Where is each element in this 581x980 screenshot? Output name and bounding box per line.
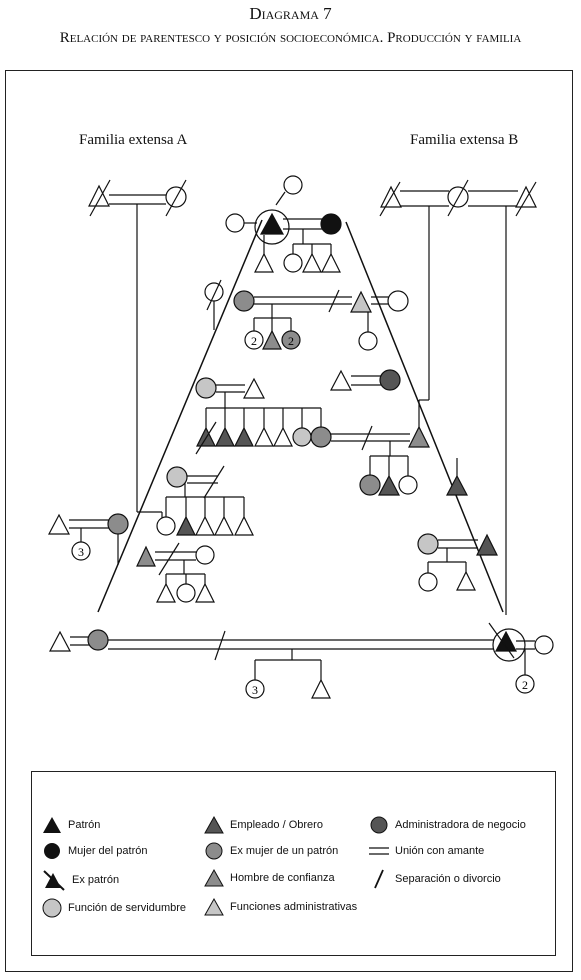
- family-b-founders: [379, 179, 537, 615]
- circle-light-gray-icon: [42, 898, 62, 918]
- left-family-a-branch: [48, 513, 129, 565]
- fourth-tier-family: [156, 465, 254, 536]
- count-children-3a: 3: [78, 545, 84, 559]
- legend-lover-union: Unión con amante: [369, 842, 484, 860]
- legend-label: Ex mujer de un patrón: [230, 845, 339, 857]
- legend-label: Hombre de confianza: [230, 872, 335, 884]
- triangle-light-gray-icon: [204, 898, 224, 916]
- legend-servitude: Función de servidumbre: [42, 898, 186, 918]
- legend-ex-wife: Ex mujer de un patrón: [204, 842, 338, 860]
- legend-label: Administradora de negocio: [395, 819, 526, 831]
- legend-label: Mujer del patrón: [68, 845, 148, 857]
- legend-admin-functions: Funciones administrativas: [204, 898, 357, 916]
- triangle-black-slash-icon: [43, 870, 65, 891]
- apex-patron-triangle: [259, 212, 285, 235]
- legend: Patrón Mujer del patrón Ex patrón Funció…: [31, 771, 556, 956]
- fifth-tier-family: [136, 542, 215, 603]
- legend-label: Patrón: [68, 819, 101, 831]
- legend-label: Separación o divorcio: [395, 873, 501, 885]
- count-child-2a: 2: [251, 334, 257, 348]
- hierarchy-trapezoid: [97, 219, 504, 613]
- second-tier-couple: [204, 279, 409, 351]
- circle-black-icon: [44, 843, 60, 859]
- legend-label: Funciones administrativas: [230, 901, 358, 913]
- count-children-2c: 2: [522, 678, 528, 692]
- legend-ex-patron: Ex patrón: [42, 869, 119, 891]
- count-child-2b: 2: [288, 334, 294, 348]
- diagram-subtitle: Relación de parentesco y posición socioe…: [59, 30, 522, 46]
- double-line-icon: [369, 847, 389, 855]
- circle-dark-gray-icon: [370, 816, 388, 834]
- legend-trusted-man: Hombre de confianza: [204, 869, 335, 887]
- family-a-label: Familia extensa A: [79, 132, 188, 148]
- legend-patron: Patrón: [42, 816, 100, 834]
- family-b-label: Familia extensa B: [410, 132, 519, 148]
- legend-separation: Separación o divorcio: [369, 869, 501, 889]
- bottom-union: [49, 622, 554, 699]
- apex-patron-group: [225, 175, 342, 273]
- diagram-number: Diagrama 7: [249, 4, 332, 23]
- family-a-male-deceased: [88, 184, 110, 207]
- circle-gray-icon: [205, 842, 223, 860]
- third-tier-right: [330, 369, 401, 391]
- right-lower-family: [417, 533, 498, 592]
- family-b-male-deceased-2: [515, 185, 537, 208]
- legend-employee: Empleado / Obrero: [204, 816, 323, 834]
- apex-patron-wife: [320, 213, 342, 235]
- third-tier-left-family: [195, 377, 468, 496]
- legend-business-admin: Administradora de negocio: [369, 816, 526, 834]
- slash-icon: [374, 869, 384, 889]
- count-children-3b: 3: [252, 683, 258, 697]
- triangle-dark-gray-icon: [204, 816, 224, 834]
- diagram-frame: [5, 70, 573, 972]
- legend-label: Función de servidumbre: [68, 902, 187, 914]
- legend-label: Empleado / Obrero: [230, 819, 323, 831]
- legend-label: Ex patrón: [72, 874, 120, 886]
- triangle-gray-icon: [204, 869, 224, 887]
- legend-label: Unión con amante: [395, 845, 485, 857]
- family-a-founders: [88, 179, 187, 520]
- legend-patron-wife: Mujer del patrón: [42, 842, 148, 860]
- triangle-black-icon: [43, 817, 61, 833]
